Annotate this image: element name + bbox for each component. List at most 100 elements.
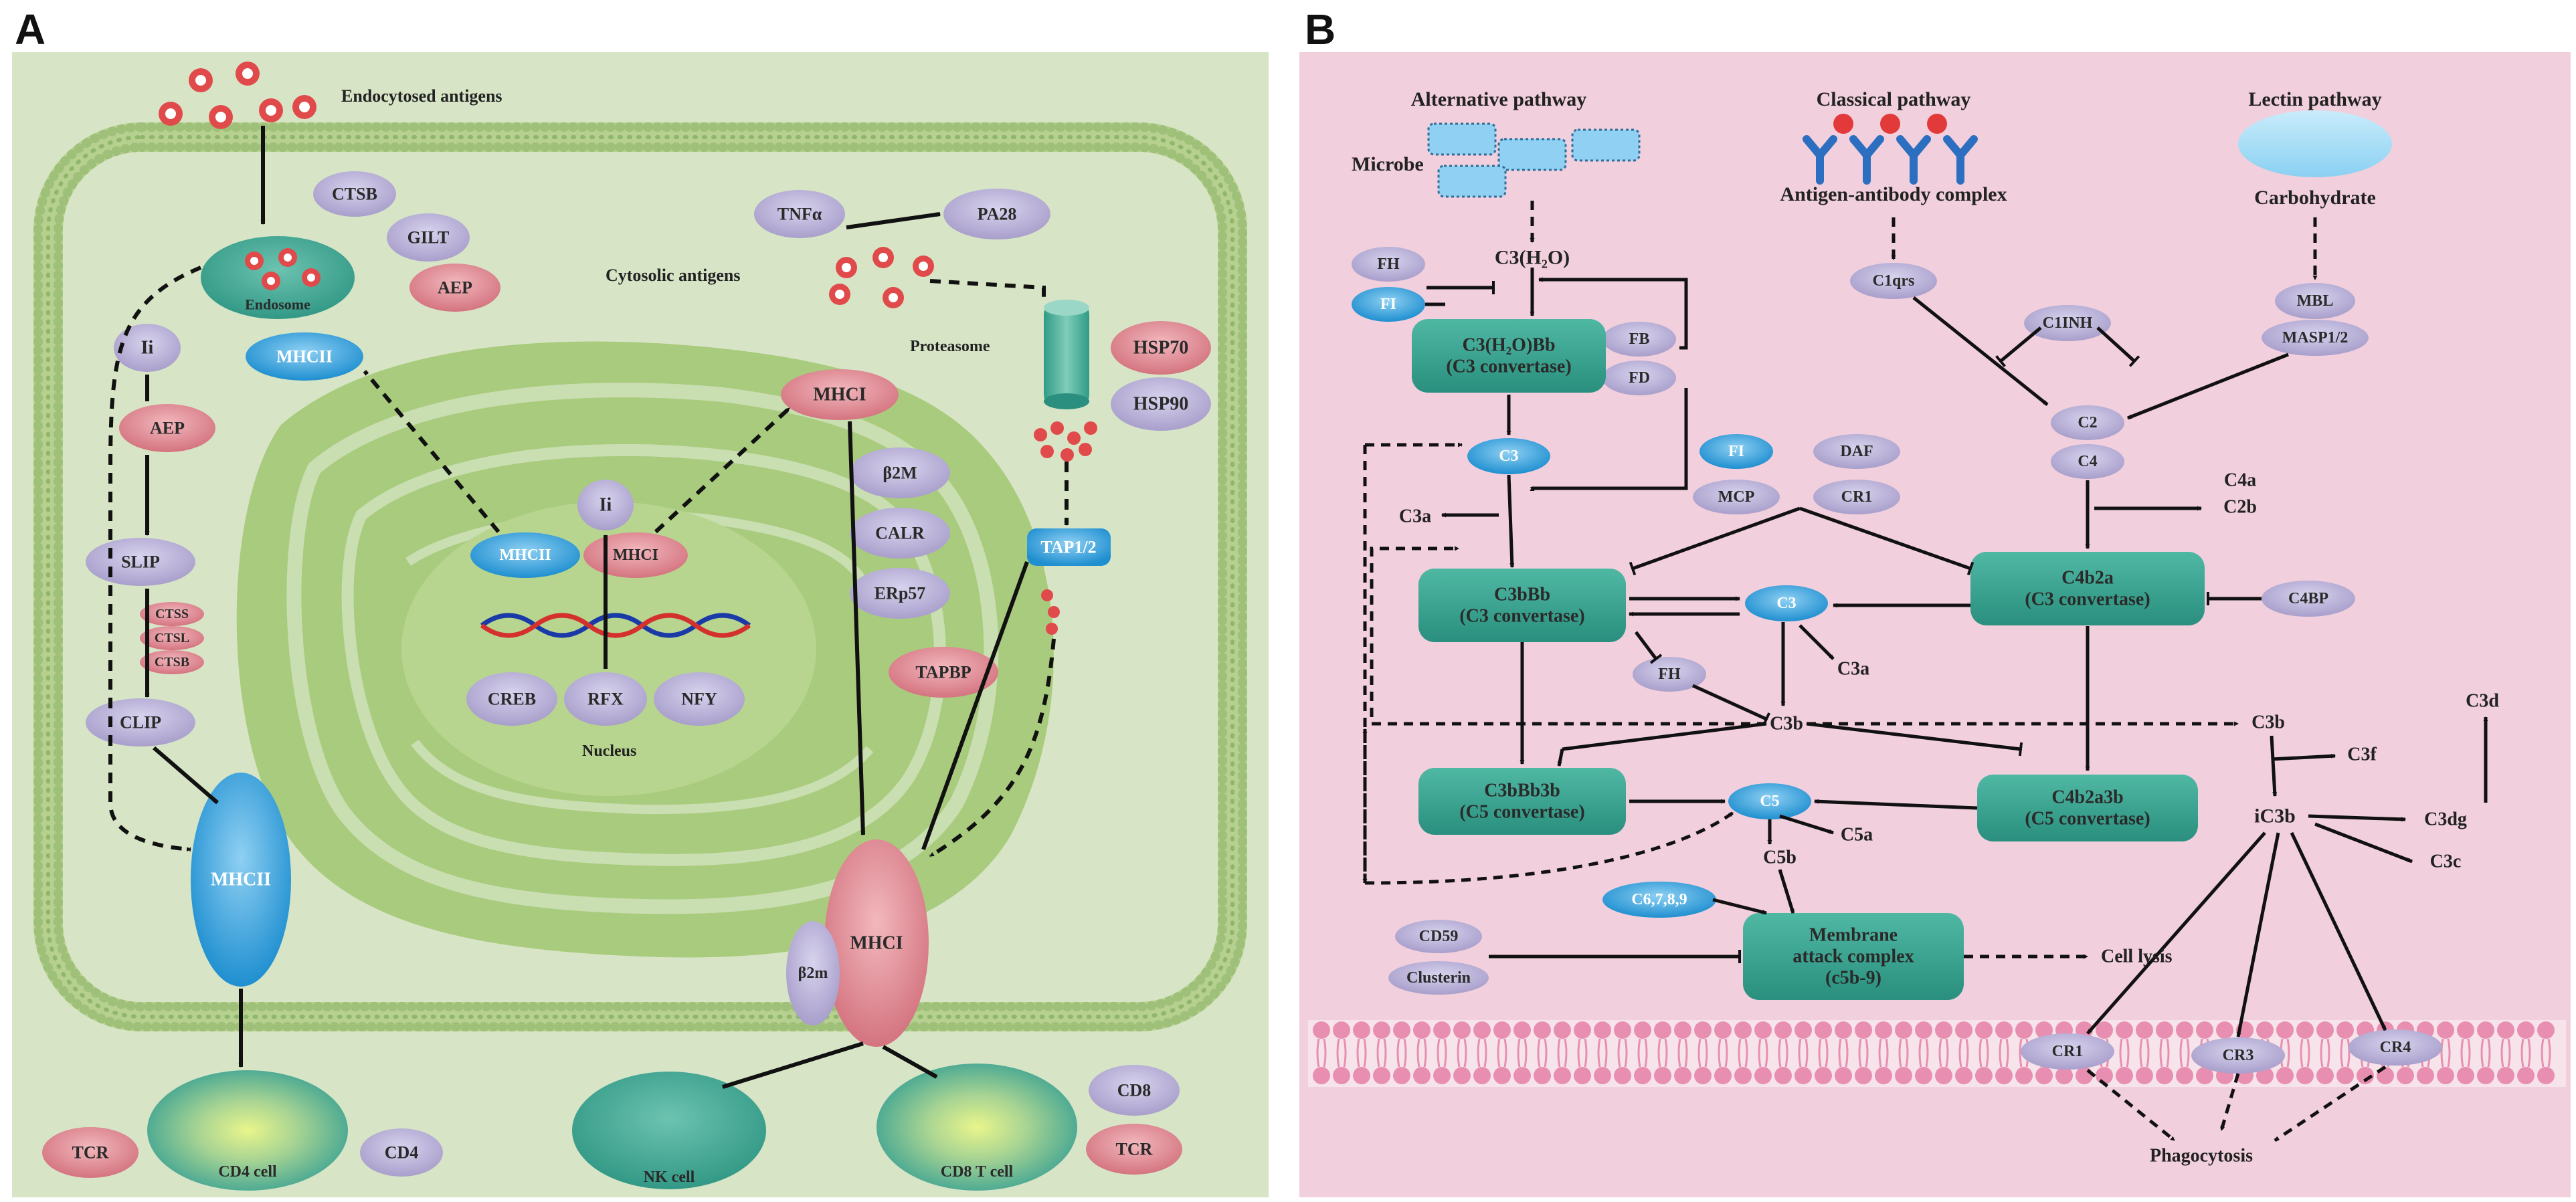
label-c3a-left: C3a bbox=[1399, 506, 1431, 527]
convertase-mac-line-0: Membrane bbox=[1809, 924, 1898, 945]
node-c6789-label: C6,7,8,9 bbox=[1631, 891, 1687, 908]
node-masp-label: MASP1/2 bbox=[2282, 329, 2349, 346]
node-mhcii-big-label: MHCII bbox=[211, 870, 271, 890]
node-c5: C5 bbox=[1728, 783, 1811, 819]
node-tcr-r-label: TCR bbox=[1116, 1140, 1153, 1159]
node-nfy: NFY bbox=[654, 672, 745, 726]
node-c2-label: C2 bbox=[2078, 414, 2097, 431]
node-pa28-label: PA28 bbox=[978, 205, 1017, 224]
endosome-label: Endosome bbox=[245, 296, 310, 313]
convertase-c3bbb3b-line-0: C3bBb3b bbox=[1484, 780, 1560, 801]
convertase-c3bbb-line-1: (C3 convertase) bbox=[1459, 606, 1584, 627]
convertase-c3h2obb-line-0: C3(H₂O)Bb bbox=[1462, 334, 1555, 355]
node-tcr-r: TCR bbox=[1086, 1124, 1182, 1175]
label-c5a: C5a bbox=[1841, 825, 1873, 845]
node-fb-label: FB bbox=[1629, 330, 1650, 348]
arrow-cr1-to-phago bbox=[2086, 1069, 2176, 1142]
label-c3c: C3c bbox=[2430, 852, 2462, 872]
plasma-membrane bbox=[33, 122, 1247, 1031]
proteasome-label: Proteasome bbox=[910, 338, 990, 355]
node-mcp-label: MCP bbox=[1718, 488, 1755, 506]
label-c3b-mid: C3b bbox=[1770, 714, 1803, 734]
node-clip-label: CLIP bbox=[120, 713, 161, 732]
node-cr4-label: CR4 bbox=[2380, 1039, 2411, 1056]
node-slip: SLIP bbox=[86, 538, 195, 586]
node-fd-label: FD bbox=[1629, 369, 1650, 387]
node-ctsb-small-label: CTSB bbox=[155, 655, 189, 670]
label-c4a: C4a bbox=[2224, 470, 2256, 491]
convertase-c3h2obb: C3(H₂O)Bb(C3 convertase) bbox=[1412, 319, 1606, 393]
endosome: Endosome bbox=[201, 236, 355, 319]
microbe-icon bbox=[1427, 122, 1641, 198]
node-mhci-big-label: MHCI bbox=[850, 933, 903, 954]
node-nfy-label: NFY bbox=[681, 690, 717, 709]
antigen-star-icon bbox=[292, 95, 316, 119]
label-ic3b: iC3b bbox=[2254, 805, 2296, 827]
node-c4-label: C4 bbox=[2078, 453, 2097, 470]
arrow-c5b-to-mac bbox=[1778, 869, 1795, 914]
node-cr3: CR3 bbox=[2191, 1037, 2285, 1074]
node-tapbp: TAPBP bbox=[889, 647, 998, 698]
cytosolic-antigens: Cytosolic antigens bbox=[606, 247, 934, 308]
antigen-star-icon bbox=[189, 68, 213, 92]
node-tcr-l: TCR bbox=[42, 1127, 139, 1178]
arrow-c3b-to-c3f bbox=[2271, 753, 2336, 761]
node-ii-left: Ii bbox=[114, 324, 181, 372]
antigen-star-icon bbox=[236, 62, 260, 86]
label-c3d: C3d bbox=[2466, 691, 2499, 712]
arrow-tnfa-to-pa28 bbox=[846, 212, 941, 229]
node-cr1-mid: CR1 bbox=[1813, 480, 1900, 514]
node-c1inh: C1INH bbox=[2024, 305, 2111, 341]
label-phago: Phagocytosis bbox=[2150, 1146, 2253, 1167]
inhibit-c1inh-c1qrs bbox=[1995, 326, 2042, 367]
node-mhcii-er: MHCII bbox=[246, 332, 363, 381]
arrow-ic3b-to-c3dg bbox=[2308, 814, 2407, 822]
convertase-c3h2obb-line-1: (C3 convertase) bbox=[1446, 357, 1571, 377]
node-aep-left-label: AEP bbox=[150, 419, 185, 438]
node-mbl-label: MBL bbox=[2297, 292, 2334, 310]
node-c6789: C6,7,8,9 bbox=[1602, 882, 1716, 918]
node-cd59-label: CD59 bbox=[1419, 928, 1459, 945]
node-tapbp-label: TAPBP bbox=[915, 663, 971, 682]
cd8-t-cell-label: CD8 T cell bbox=[941, 1163, 1014, 1181]
dna-helix-icon bbox=[480, 613, 751, 638]
cd4-cell: CD4 cell bbox=[147, 1070, 348, 1191]
line-fd-to-c3 bbox=[1532, 388, 1688, 490]
arrow-c5-to-c5a bbox=[1779, 814, 1835, 835]
node-fb: FB bbox=[1602, 322, 1676, 357]
arrow-cr4-to-phago bbox=[2274, 1065, 2387, 1142]
node-ctss: CTSS bbox=[140, 602, 204, 626]
convertase-mac-line-1: attack complex bbox=[1792, 946, 1914, 967]
antigen-antibody-complex-label: Antigen-antibody complex bbox=[1780, 183, 2007, 205]
node-mhci-nuc-label: MHCI bbox=[613, 546, 658, 564]
node-cr4: CR4 bbox=[2349, 1029, 2442, 1066]
node-c1qrs-label: C1qrs bbox=[1873, 272, 1915, 290]
node-creb: CREB bbox=[466, 672, 557, 726]
node-fi-top: FI bbox=[1352, 287, 1425, 322]
node-daf-label: DAF bbox=[1840, 443, 1873, 460]
node-ctss-label: CTSS bbox=[155, 607, 189, 621]
inhibit-regulators-c4b2a bbox=[1799, 506, 1974, 576]
node-aep-left: AEP bbox=[119, 404, 215, 452]
node-c5-label: C5 bbox=[1760, 793, 1779, 810]
node-tnfa: TNFα bbox=[754, 190, 845, 238]
node-mhci-big: MHCI bbox=[824, 839, 929, 1047]
node-cd8: CD8 bbox=[1089, 1065, 1180, 1116]
arrow-mhci-to-nk bbox=[721, 1041, 864, 1089]
inhibit-fh-c3b bbox=[1691, 684, 1770, 726]
arrow-ic3b-to-cr4 bbox=[2290, 831, 2387, 1031]
label-c3a-mid: C3a bbox=[1837, 659, 1869, 680]
node-fi-mid-label: FI bbox=[1728, 443, 1744, 460]
arrow-c3b-loop-top bbox=[1370, 546, 1766, 726]
node-rfx: RFX bbox=[564, 672, 647, 726]
node-fi-mid: FI bbox=[1699, 434, 1773, 469]
line-c3b-c3bbb3b bbox=[1562, 722, 1767, 751]
node-mhcii-nuc-label: MHCII bbox=[499, 546, 551, 564]
cd8-t-cell: CD8 T cell bbox=[877, 1064, 1077, 1191]
node-b2m-er-label: β2M bbox=[883, 464, 917, 483]
microbe-label: Microbe bbox=[1352, 153, 1424, 175]
node-mhci-er-label: MHCI bbox=[813, 385, 866, 405]
node-cr1-mem: CR1 bbox=[2021, 1033, 2114, 1070]
node-aep-top: AEP bbox=[409, 264, 500, 312]
